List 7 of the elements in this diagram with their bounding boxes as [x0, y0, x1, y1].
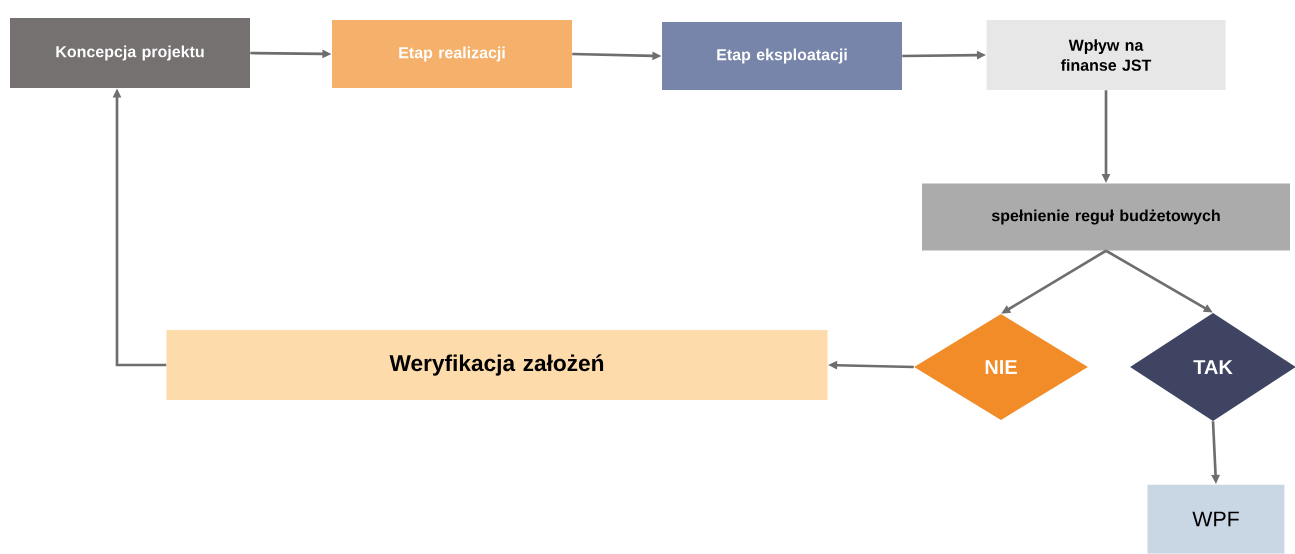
process-box: Weryfikacja założeń [166, 330, 828, 400]
process-box: WPF [1147, 484, 1285, 554]
process-box: Koncepcja projektu [10, 18, 250, 88]
process-box: Etap realizacji [332, 20, 572, 88]
process-box: Etap eksploatacji [662, 22, 902, 90]
process-box: Wpływ na finanse JST [986, 20, 1226, 90]
process-box: spełnienie reguł budżetowych [922, 183, 1290, 251]
